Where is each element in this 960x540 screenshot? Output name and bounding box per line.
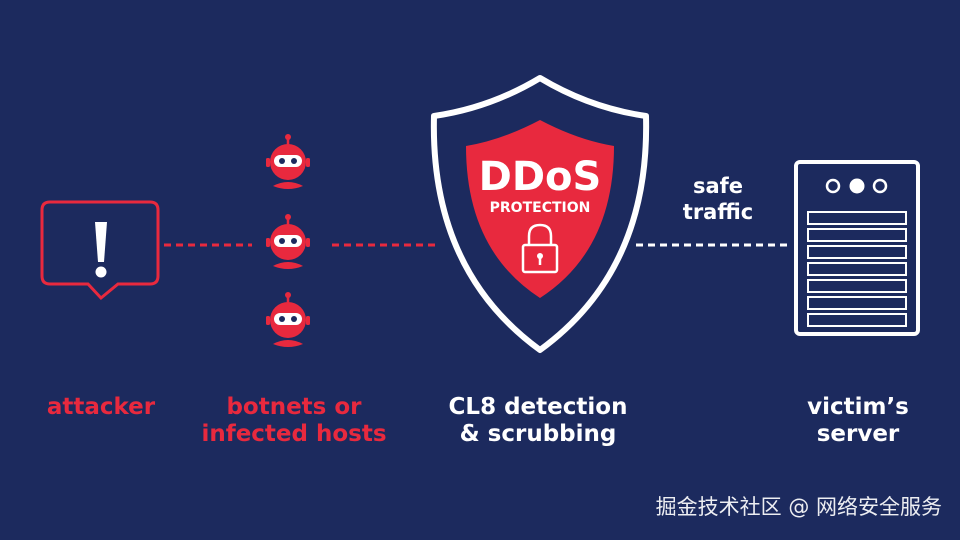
attacker-label: attacker: [46, 394, 156, 420]
safe-traffic-line1: safe: [692, 174, 744, 198]
botnets-line2: infected hosts: [201, 421, 387, 447]
safe-traffic-line2: traffic: [682, 200, 754, 224]
cl8-line1: CL8 detection: [448, 394, 628, 420]
padlock-icon: [521, 223, 559, 274]
victim-label: victim’s server: [780, 394, 936, 448]
victim-line2: server: [816, 421, 900, 447]
safe-traffic-label: safe traffic: [656, 173, 780, 225]
robot-icon: [266, 292, 310, 347]
cl8-line2: & scrubbing: [459, 421, 617, 447]
ddos-title: DDoS: [478, 154, 602, 200]
botnets-line1: botnets or: [226, 394, 362, 420]
botnets-label: botnets or infected hosts: [184, 394, 404, 448]
server-icon: [794, 160, 920, 336]
robot-icon: [266, 134, 310, 189]
cl8-label: CL8 detection & scrubbing: [420, 394, 656, 448]
alert-icon: [40, 200, 160, 301]
victim-line1: victim’s: [807, 394, 909, 420]
shield-icon: [430, 75, 650, 353]
robot-icon: [266, 214, 310, 269]
watermark: 掘金技术社区 @ 网络安全服务: [655, 495, 942, 519]
protection-subtitle: PROTECTION: [489, 200, 591, 216]
